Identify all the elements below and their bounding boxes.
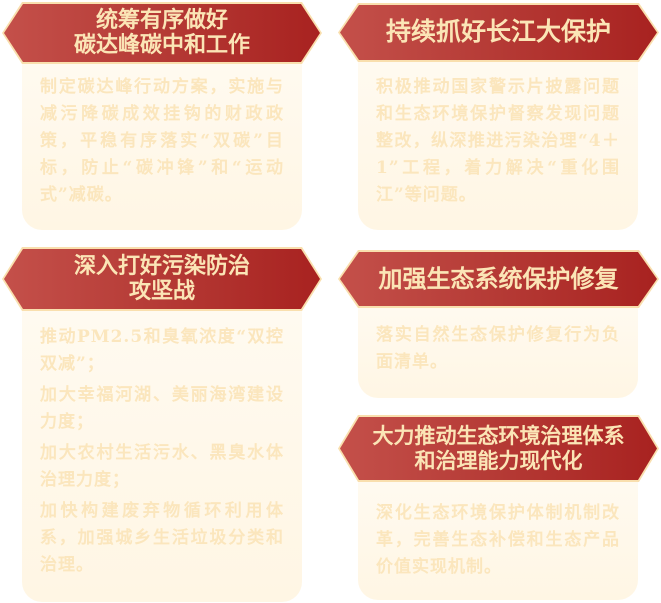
card-body <box>22 310 302 602</box>
paragraph: 加大农村生活污水、黑臭水体治理力度； <box>40 443 284 490</box>
title-line: 加强生态系统保护修复 <box>378 264 619 294</box>
title-line: 深入打好污染防治 <box>73 252 250 279</box>
card-title: 深入打好污染防治 攻坚战 <box>74 254 250 305</box>
title-line: 大力推动生态环境治理体系 <box>372 423 625 449</box>
title-line: 持续抓好长江大保护 <box>385 17 611 47</box>
card-title: 大力推动生态环境治理体系 和治理能力现代化 <box>373 424 625 472</box>
title-line: 和治理能力现代化 <box>414 447 583 473</box>
paragraph: 积极推动国家警示片披露问题和生态环境保护督察发现问题整改，纵深推进污染治理“4＋… <box>376 77 620 205</box>
card-title: 统筹有序做好 碳达峰碳中和工作 <box>74 8 250 59</box>
title-line: 统筹有序做好 <box>95 6 228 33</box>
paragraph: 推动PM2.5和臭氧浓度“双控双减”； <box>40 327 284 374</box>
card-title: 持续抓好长江大保护 <box>386 18 611 47</box>
card-text: 落实自然生态保护修复行为负面清单。 <box>376 322 620 380</box>
card-text: 制定碳达峰行动方案，实施与减污降碳成效挂钩的财政政策，平稳有序落实“双碳”目标，… <box>40 74 284 213</box>
card-body <box>358 60 638 230</box>
card-body <box>358 480 638 600</box>
title-line: 碳达峰碳中和工作 <box>73 32 250 58</box>
card-banner: 大力推动生态环境治理体系 和治理能力现代化 <box>338 415 659 482</box>
paragraph: 加快构建废弃物循环利用体系，加强城乡生活垃圾分类和治理。 <box>40 501 284 575</box>
paragraph: 加大幸福河湖、美丽海湾建设力度； <box>40 385 284 432</box>
card-banner: 统筹有序做好 碳达峰碳中和工作 <box>2 2 322 64</box>
card-title: 加强生态系统保护修复 <box>379 265 619 293</box>
card-banner: 持续抓好长江大保护 <box>338 3 659 62</box>
title-line: 攻坚战 <box>128 278 195 304</box>
card-text: 深化生态环境保护体制机制改革，完善生态补偿和生态产品价值实现机制。 <box>376 500 620 585</box>
card-text: 积极推动国家警示片披露问题和生态环境保护督察发现问题整改，纵深推进污染治理“4＋… <box>376 74 620 213</box>
paragraph: 深化生态环境保护体制机制改革，完善生态补偿和生态产品价值实现机制。 <box>376 503 620 577</box>
card-body <box>358 306 638 398</box>
card-body <box>22 62 302 230</box>
card-text: 推动PM2.5和臭氧浓度“双控双减”； 加大幸福河湖、美丽海湾建设力度； 加大农… <box>40 324 284 583</box>
card-banner: 深入打好污染防治 攻坚战 <box>2 247 322 311</box>
paragraph: 制定碳达峰行动方案，实施与减污降碳成效挂钩的财政政策，平稳有序落实“双碳”目标，… <box>40 77 284 205</box>
card-banner: 加强生态系统保护修复 <box>338 250 659 308</box>
paragraph: 落实自然生态保护修复行为负面清单。 <box>376 325 620 372</box>
